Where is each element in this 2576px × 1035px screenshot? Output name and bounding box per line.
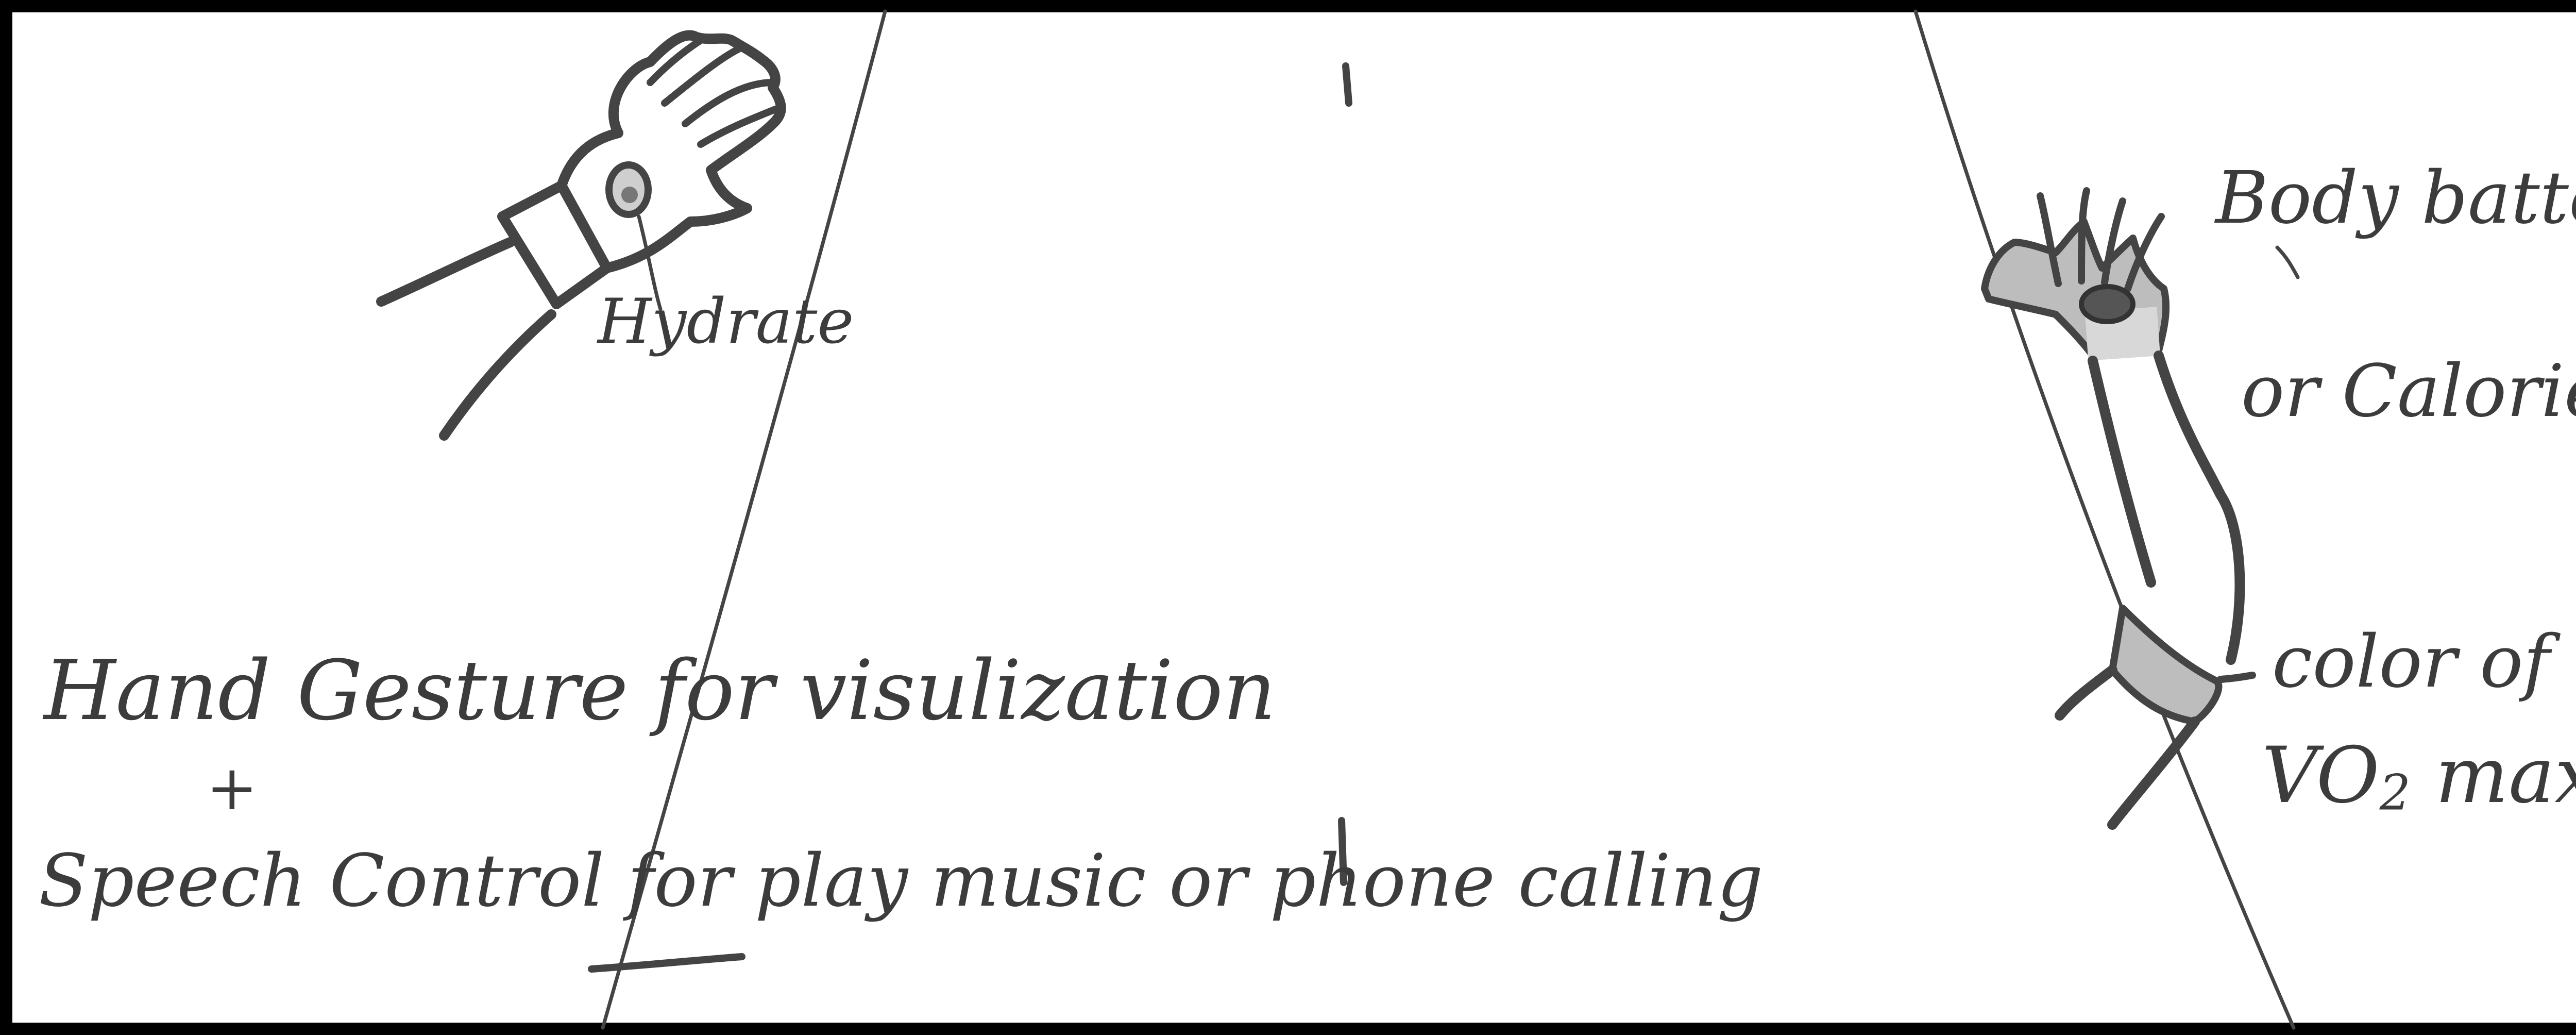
center-tick-bottom	[1338, 817, 1347, 886]
color-of-label: color of	[2272, 620, 2550, 704]
vo2-max-label: VO2 max	[2262, 737, 2576, 817]
hand-watch-sketch	[376, 30, 786, 441]
vo2-suffix: max	[2435, 731, 2576, 821]
plus-sign: +	[206, 753, 258, 824]
calories-label: or Calories	[2241, 349, 2576, 433]
left-divider-line	[601, 9, 887, 1030]
vo2-prefix: VO	[2262, 731, 2380, 821]
hydrate-label: Hydrate	[598, 286, 854, 358]
speech-caption: Speech Control for play music or phone c…	[39, 839, 1764, 923]
right-divider-line	[1913, 9, 2296, 1030]
gesture-caption: Hand Gesture for visulization	[44, 642, 1276, 739]
body-battery-label: Body battery	[2215, 156, 2576, 240]
raised-arm-sketch	[1981, 187, 2300, 830]
center-tick-top	[1342, 62, 1352, 107]
music-underline	[588, 953, 745, 973]
vo2-subscript: 2	[2379, 764, 2411, 822]
